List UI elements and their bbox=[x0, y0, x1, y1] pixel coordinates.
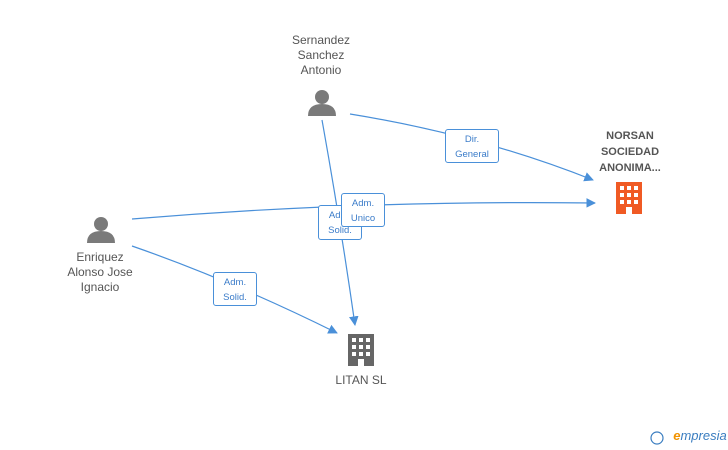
company-main-label[interactable]: NORSAN SOCIEDAD ANONIMA... bbox=[599, 130, 661, 174]
edge-label-adm-solid-left: Adm. Solid. bbox=[213, 272, 257, 306]
company-main-building-icon[interactable] bbox=[616, 182, 642, 214]
company-litan-building-icon[interactable] bbox=[348, 334, 374, 366]
person-top-label[interactable]: Sernandez Sanchez Antonio bbox=[291, 33, 351, 77]
person-left-icon[interactable] bbox=[87, 217, 115, 243]
copyright-icon bbox=[650, 431, 664, 445]
brand-logo-text: mpresia bbox=[680, 428, 727, 443]
brand-logo-e: e bbox=[673, 428, 681, 443]
brand-logo: © empresia bbox=[648, 428, 727, 443]
person-left-label[interactable]: Enriquez Alonso Jose Ignacio bbox=[67, 250, 133, 294]
person-top-icon[interactable] bbox=[308, 90, 336, 116]
edge-label-dir-general: Dir. General bbox=[445, 129, 499, 163]
company-litan-label[interactable]: LITAN SL bbox=[335, 373, 387, 387]
edge-label-adm-unico: Adm. Unico bbox=[341, 193, 385, 227]
